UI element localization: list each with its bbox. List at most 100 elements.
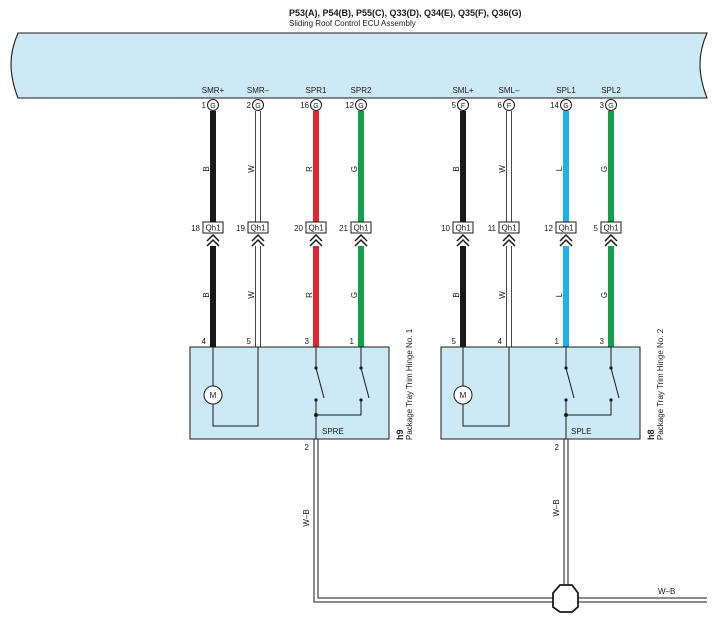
connector-circle: [310, 99, 322, 111]
junction-connector: [452, 221, 474, 234]
junction-label: Qh1: [603, 224, 619, 233]
common-pin: 2: [555, 443, 560, 452]
svg-text:W–B: W–B: [302, 509, 311, 526]
chevron-icon: [309, 233, 323, 242]
wire-color-label: W: [498, 291, 507, 299]
common-terminal: SPLE: [571, 427, 591, 436]
wire-color-label: W: [498, 165, 507, 173]
chevron-icon: [502, 233, 516, 242]
wire-color-label: G: [600, 166, 609, 172]
common-terminal: SPRE: [322, 427, 344, 436]
junction-connector: [498, 221, 520, 234]
motor-symbol: M: [210, 391, 217, 400]
chevron-icon: [354, 233, 368, 242]
wire-color-label: B: [202, 292, 211, 297]
box-pin-number: 4: [498, 337, 503, 346]
chevron-icon: [456, 238, 470, 247]
ecu-terminal-label: SPR2: [351, 86, 372, 95]
svg-text:W–B: W–B: [552, 499, 561, 516]
wire-color-label: W: [247, 291, 256, 299]
connector-letter: G: [563, 103, 568, 110]
chevron-icon: [502, 238, 516, 247]
ecu-body: [10, 32, 708, 99]
wire-color-label: L: [555, 166, 564, 171]
ecu-terminal-label: SML–: [499, 86, 520, 95]
chevron-icon: [354, 238, 368, 247]
chevron-icon: [251, 238, 265, 247]
box-pin-number: 4: [202, 337, 207, 346]
box-pin-number: 3: [305, 337, 310, 346]
ecu-name: Sliding Roof Control ECU Assembly: [289, 19, 416, 28]
junction-pin-number: 10: [441, 224, 450, 233]
ecu-connectors-title: P53(A), P54(B), P55(C), Q33(D), Q34(E), …: [289, 8, 522, 18]
ecu-terminal-label: SMR–: [247, 86, 270, 95]
box-pin-number: 1: [350, 337, 355, 346]
junction-label: Qh1: [308, 224, 324, 233]
chevron-icon: [559, 238, 573, 247]
ecu-pin-number: 1: [202, 101, 207, 110]
connector-letter: G: [210, 103, 215, 110]
junction-pin-number: 11: [488, 224, 497, 233]
ecu-terminal-label: SML+: [452, 86, 473, 95]
wire-color-wb: W–B: [302, 509, 311, 526]
junction-label: Qh1: [558, 224, 574, 233]
chevron-icon: [559, 233, 573, 242]
wire-color-label: B: [452, 166, 461, 171]
circuits: SMR+1GBQh118B4SMR+SMR–2GWQh119W5SMR–SPR1…: [191, 86, 636, 361]
svg-text:Package Tray Trim Hinge No. 1: Package Tray Trim Hinge No. 1: [405, 328, 414, 440]
junction-label: Qh1: [250, 224, 266, 233]
wire-color-label: B: [202, 166, 211, 171]
hinge-2-label: h8 Package Tray Trim Hinge No. 2: [646, 328, 665, 440]
connector-circle: [560, 99, 572, 111]
junction-label: Qh1: [353, 224, 369, 233]
ecu-terminal-label: SMR+: [202, 86, 225, 95]
connector-circle: [503, 99, 515, 111]
ecu-pin-number: 3: [600, 101, 605, 110]
ecu-terminal-label: SPL1: [556, 86, 576, 95]
svg-text:Package Tray Trim Hinge No. 2: Package Tray Trim Hinge No. 2: [656, 328, 665, 440]
ecu-pin-number: 2: [247, 101, 252, 110]
wire-color-label: G: [600, 292, 609, 298]
wire-color-wb: W–B: [552, 499, 561, 516]
chevron-icon: [206, 238, 220, 247]
chevron-icon: [604, 233, 618, 242]
ecu-pin-number: 16: [300, 101, 309, 110]
ecu-pin-number: 6: [498, 101, 503, 110]
junction-pin-number: 5: [594, 224, 599, 233]
common-pin: 2: [305, 443, 310, 452]
junction-label: Qh1: [455, 224, 471, 233]
connector-letter: G: [358, 103, 363, 110]
wire-color-label: R: [305, 292, 314, 298]
motor-symbol: M: [460, 391, 467, 400]
connector-letter: G: [255, 103, 260, 110]
junction-label: Qh1: [205, 224, 221, 233]
ground-wire-right: [563, 439, 707, 603]
chevron-icon: [604, 238, 618, 247]
chevron-icon: [309, 238, 323, 247]
junction-pin-number: 21: [339, 224, 348, 233]
junction-connector: [305, 221, 327, 234]
connector-letter: G: [608, 103, 613, 110]
hinge-1-label: h9 Package Tray Trim Hinge No. 1: [395, 328, 414, 440]
ecu-pin-number: 5: [452, 101, 457, 110]
junction-label: Qh1: [501, 224, 517, 233]
junction-connector: [600, 221, 622, 234]
box-pin-number: 5: [452, 337, 457, 346]
connector-circle: [252, 99, 264, 111]
connector-letter: F: [461, 103, 465, 110]
chevron-icon: [251, 233, 265, 242]
junction-connector: [350, 221, 372, 234]
wire-color-label: W: [247, 165, 256, 173]
connector-letter: G: [313, 103, 318, 110]
junction-connector: [247, 221, 269, 234]
ecu-pin-number: 12: [345, 101, 354, 110]
connector-circle: [207, 99, 219, 111]
ecu-terminal-label: SPL2: [601, 86, 621, 95]
connector-letter: F: [507, 103, 511, 110]
ecu-pin-number: 14: [550, 101, 559, 110]
hinge-no-1: M SPRE: [189, 346, 390, 440]
wire-color-label: L: [555, 292, 564, 297]
ground-wire-left: [313, 439, 553, 603]
ecu-terminal-label: SPR1: [306, 86, 327, 95]
wire-color-label: B: [452, 292, 461, 297]
